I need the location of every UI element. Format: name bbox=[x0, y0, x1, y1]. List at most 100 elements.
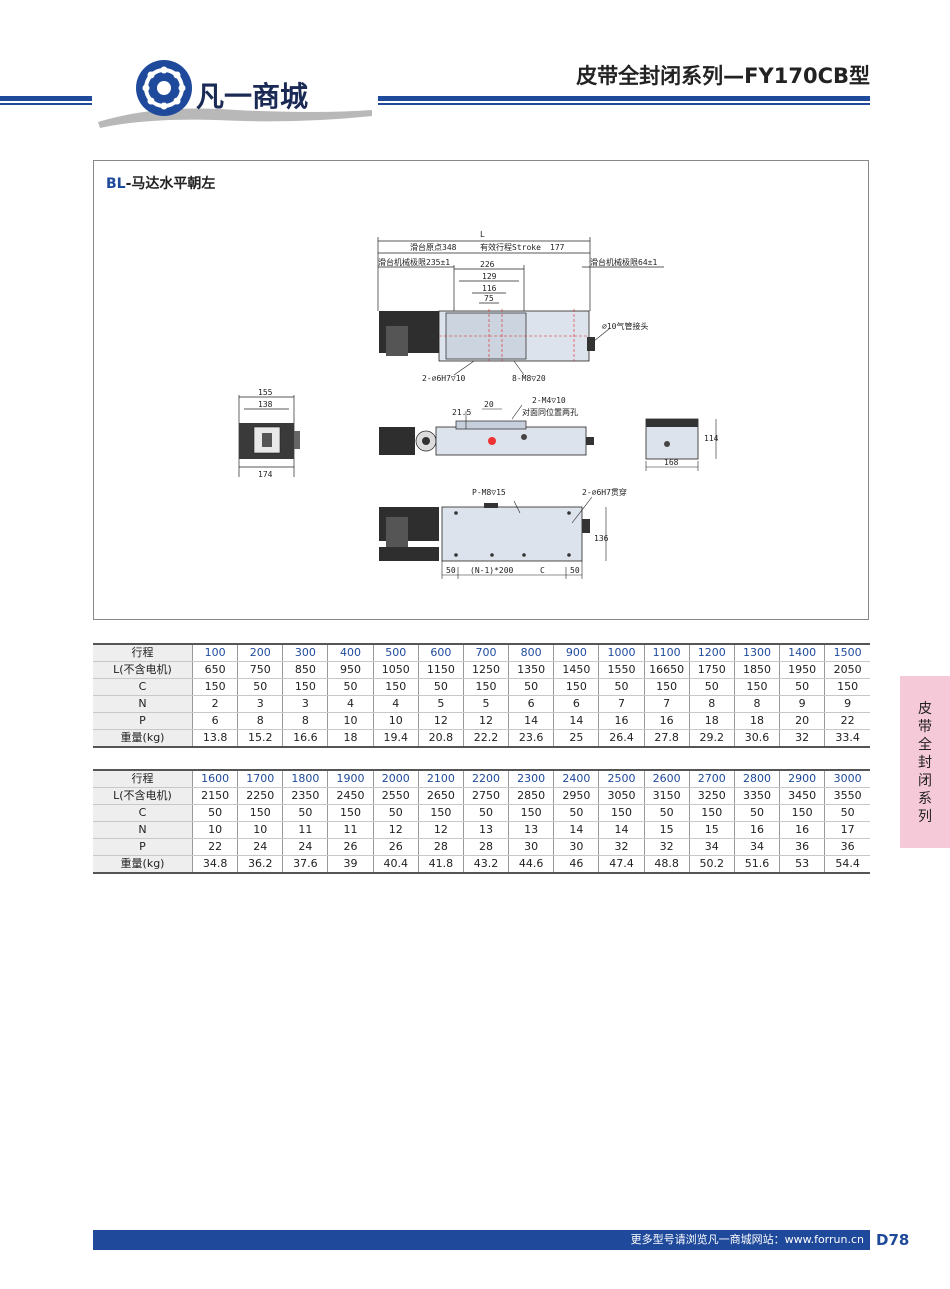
table-cell: 50 bbox=[282, 804, 328, 822]
table-cell: 2300 bbox=[508, 769, 554, 788]
table-cell: 24 bbox=[237, 838, 283, 856]
table-cell: 5 bbox=[462, 695, 509, 713]
table-cell: 6 bbox=[508, 695, 554, 713]
table-cell: 200 bbox=[237, 643, 283, 662]
table-cell: 11 bbox=[282, 821, 328, 839]
table-cell: 1400 bbox=[779, 643, 825, 662]
table-cell: 10 bbox=[237, 821, 283, 839]
table-cell: 1150 bbox=[417, 661, 464, 679]
table-cell: 150 bbox=[733, 678, 780, 696]
table-cell: 43.2 bbox=[462, 855, 509, 874]
table-cell: 50 bbox=[372, 804, 419, 822]
table-cell: 24 bbox=[282, 838, 328, 856]
table-cell: 32 bbox=[779, 729, 825, 748]
drawing-frame: BL-马达水平朝左 bbox=[93, 160, 869, 620]
row-header-cell: 重量(kg) bbox=[93, 855, 193, 874]
table-cell: 37.6 bbox=[282, 855, 328, 874]
dim-air-fitting: ∅10气管接头 bbox=[602, 321, 648, 331]
table-cell: 500 bbox=[372, 643, 419, 662]
table-cell: 15 bbox=[688, 821, 735, 839]
dim-226: 226 bbox=[480, 260, 495, 269]
table-cell: 30 bbox=[508, 838, 554, 856]
table-cell: 150 bbox=[779, 804, 825, 822]
table-cell: 8 bbox=[688, 695, 735, 713]
dim-pin: 2-∅6H7▽10 bbox=[422, 374, 466, 383]
table-cell: 44.6 bbox=[508, 855, 554, 874]
table-cell: 3050 bbox=[598, 787, 645, 805]
dim-50-right: 50 bbox=[570, 566, 580, 575]
dim-177: 177 bbox=[550, 243, 565, 252]
table-cell: 150 bbox=[237, 804, 283, 822]
table-cell: 3350 bbox=[733, 787, 780, 805]
table-cell: 50 bbox=[733, 804, 780, 822]
table-cell: 10 bbox=[372, 712, 419, 730]
table-cell: 150 bbox=[553, 678, 599, 696]
table-cell: 18 bbox=[733, 712, 780, 730]
table-cell: 2900 bbox=[779, 769, 825, 788]
table-cell: 150 bbox=[598, 804, 645, 822]
header-rule-right bbox=[378, 96, 870, 106]
dim-138: 138 bbox=[258, 400, 273, 409]
table-cell: 32 bbox=[598, 838, 645, 856]
dim-174: 174 bbox=[258, 470, 273, 479]
table-cell: 9 bbox=[779, 695, 825, 713]
table-cell: 22.2 bbox=[462, 729, 509, 748]
dim-origin: 滑台原点348 bbox=[410, 242, 457, 252]
dim-pin-through: 2-∅6H7贯穿 bbox=[582, 487, 627, 497]
dim-pitch: (N-1)*200 bbox=[470, 566, 514, 575]
table-cell: 10 bbox=[191, 821, 238, 839]
row-header-cell: P bbox=[93, 712, 193, 730]
table-cell: 23.6 bbox=[508, 729, 554, 748]
table-cell: 13 bbox=[508, 821, 554, 839]
table-cell: 39 bbox=[327, 855, 374, 874]
table-cell: 12 bbox=[372, 821, 419, 839]
dim-50-left: 50 bbox=[446, 566, 456, 575]
table-cell: 750 bbox=[237, 661, 283, 679]
table-cell: 20 bbox=[779, 712, 825, 730]
table-cell: 2150 bbox=[191, 787, 238, 805]
table-cell: 10 bbox=[327, 712, 374, 730]
dim-pm8: P-M8▽15 bbox=[472, 488, 506, 497]
table-cell: 2050 bbox=[824, 661, 870, 679]
table-cell: 26 bbox=[372, 838, 419, 856]
table-cell: 9 bbox=[824, 695, 870, 713]
table-cell: 2850 bbox=[508, 787, 554, 805]
table-cell: 1000 bbox=[598, 643, 645, 662]
table-cell: 150 bbox=[508, 804, 554, 822]
table-cell: 850 bbox=[282, 661, 328, 679]
table-cell: 3250 bbox=[688, 787, 735, 805]
table-cell: 20.8 bbox=[417, 729, 464, 748]
dim-129: 129 bbox=[482, 272, 497, 281]
table-cell: 300 bbox=[282, 643, 328, 662]
row-header-cell: C bbox=[93, 678, 193, 696]
dim-20: 20 bbox=[484, 400, 494, 409]
table-cell: 1050 bbox=[372, 661, 419, 679]
table-cell: 700 bbox=[462, 643, 509, 662]
table-cell: 50 bbox=[643, 804, 690, 822]
table-cell: 26.4 bbox=[598, 729, 645, 748]
table-cell: 16.6 bbox=[282, 729, 328, 748]
table-cell: 1900 bbox=[327, 769, 374, 788]
table-cell: 2100 bbox=[417, 769, 464, 788]
table-cell: 18 bbox=[327, 729, 374, 748]
dim-116: 116 bbox=[482, 284, 497, 293]
table-cell: 28 bbox=[417, 838, 464, 856]
table-cell: 400 bbox=[327, 643, 374, 662]
table-cell: 950 bbox=[327, 661, 374, 679]
table-cell: 2250 bbox=[237, 787, 283, 805]
row-header-cell: 行程 bbox=[93, 769, 193, 788]
table-cell: 19.4 bbox=[372, 729, 419, 748]
side-tab: 皮带全封闭系列 bbox=[900, 676, 950, 848]
table-cell: 13 bbox=[462, 821, 509, 839]
table-cell: 150 bbox=[643, 678, 690, 696]
table-cell: 1850 bbox=[733, 661, 780, 679]
table-cell: 900 bbox=[553, 643, 599, 662]
table-cell: 2 bbox=[191, 695, 238, 713]
table-cell: 50 bbox=[824, 804, 870, 822]
table-cell: 14 bbox=[553, 712, 599, 730]
